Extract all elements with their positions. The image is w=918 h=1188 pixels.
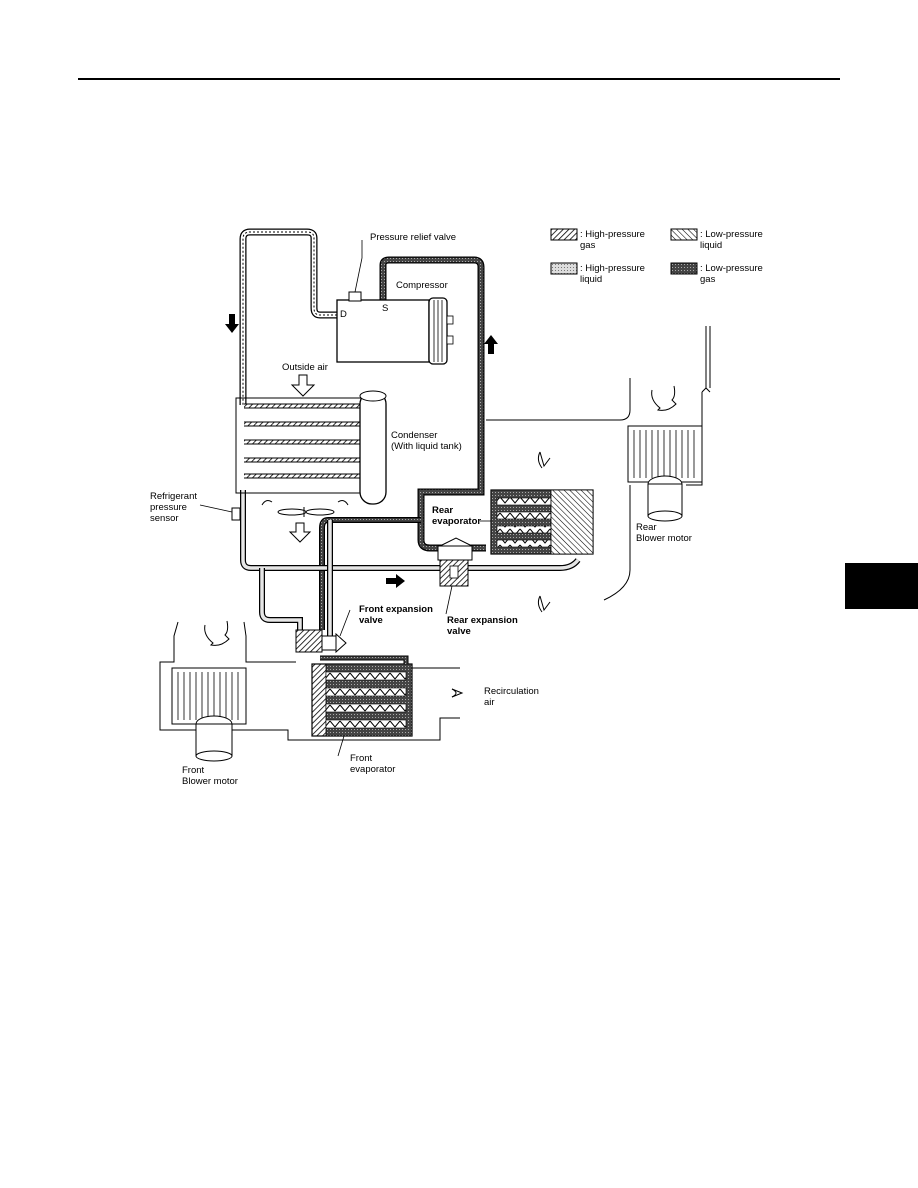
rear-expansion-valve-label: Rear expansion valve [447, 615, 518, 637]
rear-evaporator [480, 489, 594, 555]
legend-high-pressure-gas: : High-pressure gas [580, 229, 645, 251]
header-rule [78, 78, 840, 80]
rear-blower-housing [486, 326, 711, 601]
outside-air-arrow [290, 374, 316, 397]
rear-blower-motor [647, 475, 683, 522]
condenser [199, 390, 387, 521]
front-expansion-valve-label: Front expansion valve [359, 604, 433, 626]
rear-air-arrows [537, 451, 551, 613]
rear-evaporator-label: Rear evaporator [432, 505, 482, 527]
compressor-label: Compressor [396, 280, 448, 291]
front-evaporator [311, 655, 413, 757]
section-tab [845, 563, 918, 609]
legend-high-pressure-liquid: : High-pressure liquid [580, 263, 645, 285]
pressure-relief-valve-label: Pressure relief valve [370, 232, 457, 243]
refrigerant-pressure-sensor-label: Refrigerant pressure sensor [150, 491, 197, 524]
suction-port-label: S [382, 303, 389, 314]
condenser-label: Condenser (With liquid tank) [391, 430, 462, 452]
legend-low-pressure-gas: : Low-pressure gas [700, 263, 763, 285]
discharge-line [239, 228, 337, 405]
recirculation-air-arrow [451, 688, 464, 698]
legend-low-pressure-liquid: : Low-pressure liquid [700, 229, 763, 251]
compressor [336, 240, 454, 365]
rear-blower-fan [633, 430, 695, 478]
condenser-fan [261, 500, 349, 543]
legend-swatches [550, 228, 698, 275]
front-evaporator-label: Front evaporator [350, 753, 396, 775]
front-expansion-valve [295, 609, 351, 654]
outside-air-label: Outside air [282, 362, 328, 373]
recirculation-air-label: Recirculation air [484, 686, 539, 708]
rear-blower-motor-label: Rear Blower motor [636, 522, 692, 544]
liquid-line [240, 490, 581, 640]
front-blower-motor-label: Front Blower motor [182, 765, 238, 787]
front-blower-fan [177, 672, 239, 720]
rear-expansion-valve [437, 537, 473, 615]
flow-arrows [225, 314, 498, 588]
discharge-port-label: D [340, 309, 347, 320]
front-blower-motor [195, 715, 233, 762]
